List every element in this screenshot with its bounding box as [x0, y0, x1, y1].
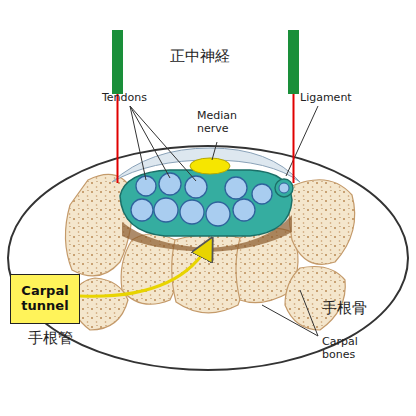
electrodes: [112, 30, 299, 183]
part-label: Ligament: [300, 92, 370, 105]
leader-lines: [130, 106, 318, 336]
callout-box: Carpal tunnel: [10, 274, 80, 324]
pointer-arrow: [80, 242, 210, 296]
wrist-outline: [8, 146, 408, 370]
japanese-label: 手根骨: [322, 300, 382, 317]
median-nerve: [190, 158, 230, 174]
part-label: Tendons: [102, 92, 162, 105]
part-label: Median nerve: [197, 110, 239, 135]
japanese-label: 正中神経: [170, 48, 250, 65]
japanese-label: 手根管: [28, 330, 88, 347]
box-text: Carpal tunnel: [11, 284, 79, 314]
tendons: [131, 173, 272, 226]
part-label: Carpal bones: [322, 336, 372, 361]
